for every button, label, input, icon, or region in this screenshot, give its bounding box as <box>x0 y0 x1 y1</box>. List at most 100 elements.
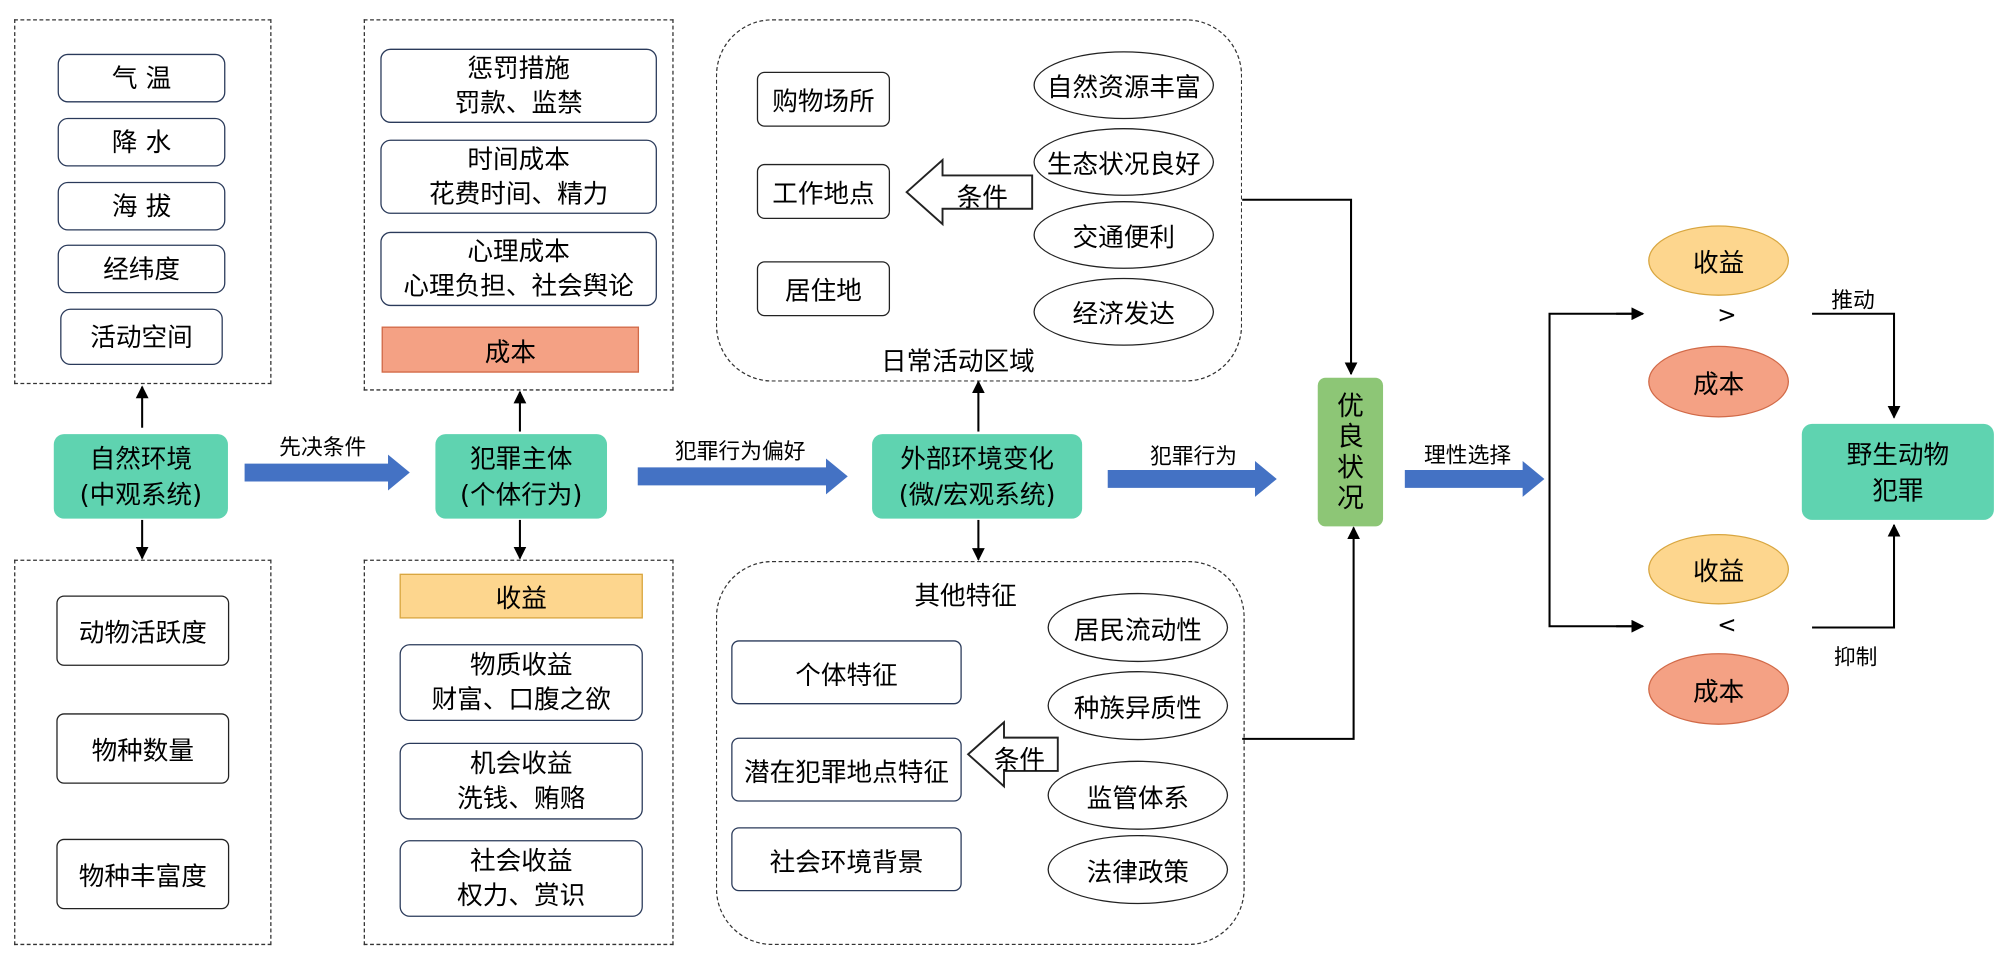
cost-item-title: 时间成本 <box>467 143 570 175</box>
natural-factor-5: 活动空间 <box>60 308 223 365</box>
node-subtitle: (中观系统) <box>79 478 203 510</box>
inhibit-label: 抑制 <box>1833 645 1878 672</box>
condition-label: 法律政策 <box>1086 856 1190 887</box>
benefit-group <box>363 559 674 946</box>
cost-item-3: 心理成本 心理负担、社会舆论 <box>380 231 657 307</box>
cost-group <box>363 19 674 391</box>
node-subtitle: 犯罪 <box>1872 474 1924 506</box>
daily-condition-1: 自然资源丰富 <box>1033 51 1215 120</box>
place-label: 工作地点 <box>772 178 875 209</box>
benefit-item-1: 物质收益 财富、口腹之欲 <box>399 644 643 721</box>
arrow-promote <box>1812 312 1901 419</box>
cost-item-1: 惩罚措施 罚款、监禁 <box>380 48 657 123</box>
benefit-item-detail: 财富、口腹之欲 <box>431 683 611 715</box>
place-work: 工作地点 <box>756 163 891 219</box>
condition-arrow-other <box>966 720 1059 789</box>
cost-item-detail: 花费时间、精力 <box>429 178 609 209</box>
natural-factor-2: 降 水 <box>57 117 226 167</box>
natural-factor-3: 海 拔 <box>57 181 226 231</box>
arrow-label-crime-behavior: 犯罪行为 <box>1149 444 1238 470</box>
cost-item-detail: 罚款、监禁 <box>454 87 583 118</box>
external-environment-node: 外部环境变化 (微/宏观系统) <box>872 434 1083 519</box>
outcome-benefit-bottom: 收益 <box>1648 534 1790 605</box>
other-condition-4: 法律政策 <box>1047 834 1229 905</box>
natural-factor-label: 经纬度 <box>103 252 180 284</box>
natural-factor-label: 海 拔 <box>111 190 172 221</box>
ellipse-label: 成本 <box>1692 368 1745 399</box>
node-title: 外部环境变化 <box>900 443 1054 474</box>
condition-label: 经济发达 <box>1072 298 1175 330</box>
natural-factor-label: 活动空间 <box>90 320 193 352</box>
daily-condition-label: 条件 <box>956 181 1008 213</box>
other-features-group <box>715 560 1245 946</box>
outcome-benefit-top: 收益 <box>1648 225 1790 296</box>
species-richness-box: 物种丰富度 <box>56 838 230 910</box>
natural-bottom-group <box>14 559 272 946</box>
node-subtitle: (微/宏观系统) <box>898 478 1056 510</box>
superior-char: 况 <box>1336 482 1364 514</box>
arrow-daily-to-superior <box>1242 198 1358 376</box>
arrow-inhibit <box>1812 523 1901 629</box>
condition-label: 自然资源丰富 <box>1046 71 1201 103</box>
node-subtitle: (个体行为) <box>459 478 583 510</box>
daily-activity-area-label: 日常活动区域 <box>881 345 1035 377</box>
split-bracket <box>1548 312 1641 628</box>
animal-activity-box: 动物活跃度 <box>56 595 230 666</box>
benefit-item-title: 机会收益 <box>469 747 573 779</box>
other-item-social: 社会环境背景 <box>731 827 962 892</box>
condition-arrow-daily <box>905 157 1034 227</box>
natural-factor-1: 气 温 <box>57 53 226 103</box>
wildlife-crime-node: 野生动物 犯罪 <box>1801 423 1994 520</box>
benefit-header-label: 收益 <box>495 582 547 614</box>
arrow-label-rational-choice: 理性选择 <box>1424 443 1512 469</box>
blue-arrow-1 <box>244 454 410 491</box>
benefit-item-title: 物质收益 <box>469 649 573 681</box>
other-condition-2: 种族异质性 <box>1047 671 1229 741</box>
other-item-label: 潜在犯罪地点特征 <box>744 756 949 787</box>
cost-item-title: 心理成本 <box>467 235 570 267</box>
condition-label: 交通便利 <box>1072 221 1175 253</box>
ellipse-label: 收益 <box>1692 555 1745 587</box>
place-residence: 居住地 <box>756 261 891 317</box>
node-title: 犯罪主体 <box>469 443 573 474</box>
gt-symbol: > <box>1717 302 1737 330</box>
other-item-individual: 个体特征 <box>731 640 962 705</box>
place-label: 购物场所 <box>772 85 875 117</box>
natural-factor-label: 气 温 <box>111 62 172 93</box>
cost-item-title: 惩罚措施 <box>467 52 570 84</box>
cost-header: 成本 <box>381 326 640 373</box>
natural-factor-4: 经纬度 <box>57 244 226 294</box>
condition-label: 居民流动性 <box>1073 614 1202 645</box>
benefit-item-detail: 洗钱、贿赂 <box>457 782 586 814</box>
benefit-item-2: 机会收益 洗钱、贿赂 <box>399 742 643 820</box>
arrow-label-precondition: 先决条件 <box>279 435 367 462</box>
other-condition-label: 条件 <box>993 744 1045 775</box>
natural-factor-label: 降 水 <box>111 126 172 157</box>
daily-condition-4: 经济发达 <box>1033 277 1215 346</box>
box-label: 动物活跃度 <box>78 617 207 648</box>
cost-item-2: 时间成本 花费时间、精力 <box>380 139 657 214</box>
condition-label: 种族异质性 <box>1073 692 1202 723</box>
daily-condition-2: 生态状况良好 <box>1033 128 1215 196</box>
condition-label: 监管体系 <box>1086 781 1190 813</box>
superior-condition-node: 优 良 状 况 <box>1317 377 1384 527</box>
superior-char: 状 <box>1336 452 1364 483</box>
benefit-item-title: 社会收益 <box>469 845 573 876</box>
ellipse-label: 成本 <box>1692 675 1745 707</box>
outcome-cost-top: 成本 <box>1648 345 1790 418</box>
other-condition-1: 居民流动性 <box>1047 592 1229 663</box>
natural-top-group <box>14 19 272 385</box>
daily-condition-3: 交通便利 <box>1033 201 1215 269</box>
outcome-cost-bottom: 成本 <box>1648 653 1790 725</box>
arrow-label-crime-preference: 犯罪行为偏好 <box>674 439 806 465</box>
other-item-crime-site: 潜在犯罪地点特征 <box>731 737 962 802</box>
node-title: 自然环境 <box>89 443 193 474</box>
box-label: 物种数量 <box>91 735 195 766</box>
benefit-header: 收益 <box>399 573 643 619</box>
benefit-item-3: 社会收益 权力、赏识 <box>399 840 643 917</box>
ellipse-label: 收益 <box>1692 247 1745 278</box>
criminal-subject-node: 犯罪主体 (个体行为) <box>435 434 608 519</box>
node-title: 野生动物 <box>1846 438 1950 470</box>
